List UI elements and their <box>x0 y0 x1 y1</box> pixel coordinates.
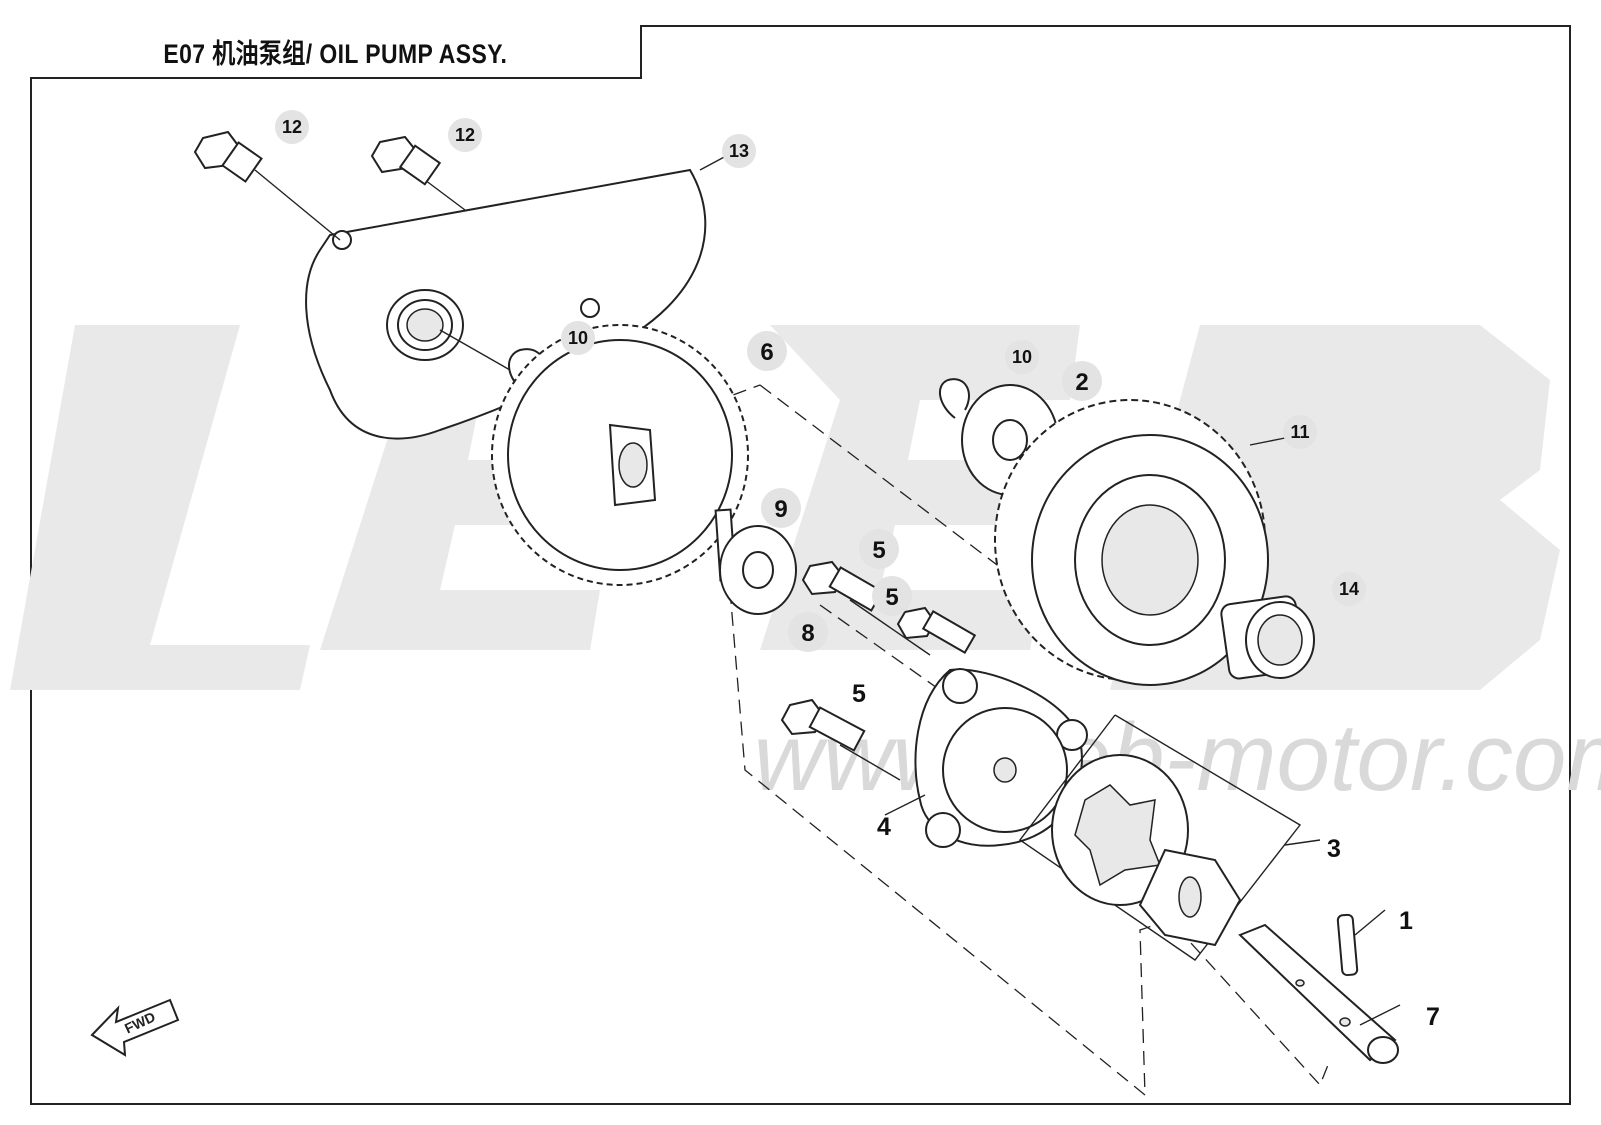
oil-pump-cover-plate <box>305 168 707 440</box>
callout-badge <box>561 321 595 355</box>
inner-rotor <box>1138 848 1242 947</box>
callout-5b: 5 <box>885 584 898 611</box>
callout-10a: 10 <box>568 328 588 348</box>
callout-badge <box>1332 572 1366 606</box>
callout-4: 4 <box>877 813 891 841</box>
outer-rotor <box>1051 754 1189 906</box>
callout-1: 1 <box>1399 907 1413 935</box>
callout-3: 3 <box>1327 835 1341 863</box>
leader-body-4 <box>884 794 926 816</box>
callout-10b: 10 <box>1012 347 1032 367</box>
bolt-5a <box>801 560 884 612</box>
callout-12b: 12 <box>455 125 475 145</box>
callout-badge <box>1005 340 1039 374</box>
callout-9: 9 <box>774 496 787 523</box>
bolt-5c <box>780 698 866 752</box>
callout-badge <box>872 576 912 616</box>
callout-5a: 5 <box>872 537 885 564</box>
callout-8: 8 <box>801 620 814 647</box>
oil-pump-shaft-7 <box>1238 923 1399 1064</box>
callout-badge <box>722 134 756 168</box>
callout-6: 6 <box>760 339 773 366</box>
callout-badge <box>761 488 801 528</box>
callout-14: 14 <box>1339 579 1359 599</box>
drawing-frame <box>30 25 1571 1105</box>
needle-bearing-14 <box>1220 595 1315 680</box>
callout-badge <box>1062 361 1102 401</box>
callout-7: 7 <box>1426 1003 1440 1031</box>
callout-badge <box>788 612 828 652</box>
leader-bolt-5c <box>839 744 901 781</box>
callout-12a: 12 <box>282 117 302 137</box>
leader-bolt-5a <box>849 599 931 656</box>
leader-rotor-3 <box>1284 839 1321 846</box>
callouts: 12 12 13 10 10 11 14 6 2 9 5 5 8 5 4 3 1… <box>275 110 1440 1031</box>
callout-13: 13 <box>729 141 749 161</box>
callout-5c: 5 <box>852 680 866 708</box>
callout-11: 11 <box>1290 422 1309 442</box>
leader-shaft-7 <box>1359 1004 1401 1026</box>
leader-gear-11 <box>1249 437 1286 446</box>
thrust-washer-8 <box>719 525 797 615</box>
oil-pump-body-4 <box>914 668 1088 848</box>
circlip-10-right <box>939 378 970 419</box>
callout-badge <box>448 118 482 152</box>
callout-2: 2 <box>1075 369 1088 396</box>
shaft-pin-1 <box>1336 913 1359 977</box>
callout-badge <box>747 331 787 371</box>
oil-pump-driven-gear <box>994 399 1269 686</box>
leader-bolt-12a <box>254 169 341 241</box>
leader-circlip <box>439 329 511 371</box>
title-block: E07 机油泵组/ OIL PUMP ASSY. <box>30 25 642 79</box>
rotor-set-bracket <box>1018 714 1302 961</box>
callout-badge <box>859 529 899 569</box>
bolt-5b <box>896 606 977 655</box>
callout-badge <box>1283 415 1317 449</box>
flange-bolt-12b <box>370 135 442 186</box>
leader-pin-1 <box>1354 909 1386 936</box>
callout-badge <box>275 110 309 144</box>
leader-bolt-12b <box>424 179 466 211</box>
flange-bolt-12a <box>193 130 263 183</box>
fwd-direction-arrow: FWD <box>90 998 180 1057</box>
page-title: E07 机油泵组/ OIL PUMP ASSY. <box>163 38 507 69</box>
oil-pump-drive-gear <box>491 324 749 586</box>
